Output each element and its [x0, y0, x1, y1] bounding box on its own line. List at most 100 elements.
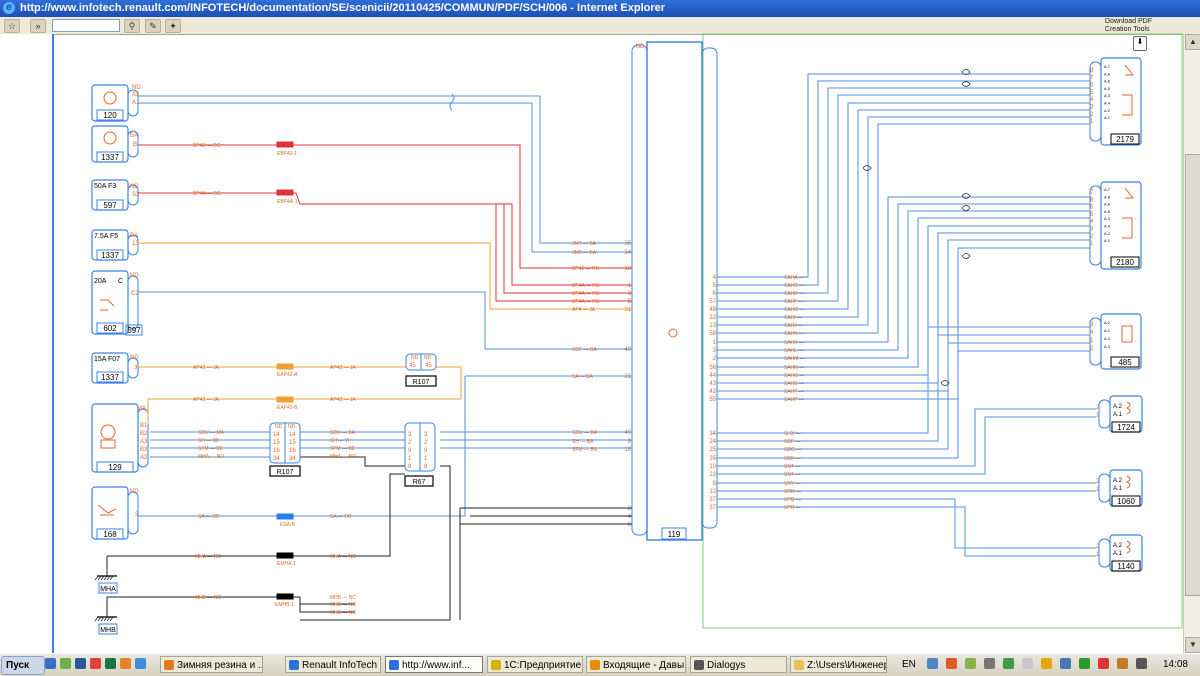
pin-label: 5 — [1090, 212, 1094, 218]
ecu-wire-code: SAHT — — [784, 389, 804, 395]
connector-pin: 1 — [408, 456, 412, 462]
ground-mha-hatch — [100, 575, 105, 581]
tray-icon-2[interactable] — [946, 658, 957, 669]
tray-icon-9[interactable] — [1079, 658, 1090, 669]
pin-label: BA — [130, 133, 138, 139]
ecu-wire-code: SDK — — [784, 456, 801, 462]
wire-ecu-485 — [717, 342, 1090, 450]
pin-label: MA — [137, 406, 146, 412]
wire-ecu-2180 — [717, 217, 1090, 368]
wire-ecu-2179 — [717, 109, 1090, 318]
ecu-right-pin: 58 — [709, 331, 716, 337]
pin-label: A3 — [140, 439, 148, 445]
pin-label: BA — [130, 233, 138, 239]
tray-icon-1[interactable] — [927, 658, 938, 669]
opera-icon[interactable] — [90, 658, 101, 669]
start-button[interactable]: Пуск — [1, 656, 45, 675]
language-indicator[interactable]: EN — [902, 659, 916, 670]
volume-icon[interactable] — [984, 658, 995, 669]
excel-icon[interactable] — [105, 658, 116, 669]
tray-icon-12[interactable] — [1136, 658, 1147, 669]
taskbar-item[interactable]: 1С:Предприятие ... — [487, 656, 583, 673]
scroll-up-icon[interactable]: ▲ — [1185, 34, 1200, 50]
ecu-left-pin: 6 — [628, 522, 632, 528]
taskbar-item[interactable]: http://www.inf... — [385, 656, 483, 673]
ecu-left-pin: 49 — [624, 347, 631, 353]
scroll-thumb[interactable] — [1185, 154, 1200, 596]
quicklaunch-icon-2[interactable] — [60, 658, 71, 669]
tray-icon-5[interactable] — [1003, 658, 1014, 669]
inner-pin-label: A.1 — [1113, 551, 1123, 557]
pin-label: 4 — [1090, 219, 1094, 225]
ecu-wire-code: BP4A — RG — [572, 291, 600, 297]
coil-icon — [1125, 475, 1131, 489]
wire-597-s3-b — [300, 203, 632, 294]
links-icon[interactable]: » — [30, 19, 46, 33]
connector-pin: 45 — [425, 363, 432, 369]
ecu-wire-code: 3M7 — BA — [572, 241, 597, 247]
ecu-wire-code: SAHI — — [784, 315, 802, 321]
connector-head: ND — [411, 355, 419, 361]
ecu-left-pin: 18 — [624, 447, 631, 453]
taskbar-item[interactable]: Renault InfoTech :... — [285, 656, 381, 673]
tray-icon-3[interactable] — [965, 658, 976, 669]
connector-r107-a-id-box — [269, 465, 301, 477]
component-597-sub-id: 597 — [127, 326, 141, 335]
ecu-right-pin: 32 — [709, 315, 716, 321]
search-icon[interactable]: ⚲ — [124, 19, 140, 33]
ecu-right-pin: 55 — [709, 397, 716, 403]
taskbar-item[interactable]: Зимняя резина и ... — [160, 656, 263, 673]
wire-code: BP4A — RG — [193, 191, 221, 197]
taskbar-item[interactable]: Dialogys — [690, 656, 787, 673]
wire-twist-icon — [862, 165, 872, 171]
ecu-wire-code: SAHG — — [784, 307, 805, 313]
sensor-icon — [103, 91, 117, 105]
tray-icon-7[interactable] — [1041, 658, 1052, 669]
connector-pin: 3 — [424, 432, 428, 438]
connector-pin: 15 — [273, 440, 280, 446]
wire-ecu-2179 — [717, 80, 1090, 286]
word-icon[interactable] — [75, 658, 86, 669]
tray-icon-11[interactable] — [1117, 658, 1128, 669]
vertical-scrollbar[interactable]: ▲ ▼ — [1183, 34, 1200, 653]
fuse-rating: 15A F07 — [94, 356, 120, 363]
fuse-rating: 50A F3 — [94, 183, 116, 190]
tray-icon-8[interactable] — [1060, 658, 1071, 669]
app-icon — [491, 660, 501, 670]
pin-label: 1 — [1090, 241, 1094, 247]
taskbar-item[interactable]: Входящие - Давы... — [586, 656, 686, 673]
component-1060-connector — [1098, 473, 1111, 503]
fuse-label: EAP43-A — [277, 372, 298, 378]
pdf-download-icon[interactable]: ⬇ — [1133, 36, 1147, 51]
pin-label: A2 — [132, 92, 140, 98]
taskbar-item[interactable]: Z:\Users\Инженер... — [790, 656, 887, 673]
ecu-left-pin: 49 — [624, 430, 631, 436]
ecu-wire-code: SAHM — — [784, 356, 805, 362]
ground-mha-hatch — [103, 575, 108, 581]
ecu-wire-code: SDU — BA — [572, 430, 598, 436]
tray-icon-10[interactable] — [1098, 658, 1109, 669]
ecu-119-id-box — [661, 527, 687, 540]
favorites-icon[interactable]: ☆ — [4, 19, 20, 33]
pin-label: 3 — [134, 365, 138, 371]
quicklaunch-icon-1[interactable] — [45, 658, 56, 669]
pin-label: 8 — [1090, 68, 1094, 74]
tray-icon-6[interactable] — [1022, 658, 1033, 669]
ecu-right-pin: 56 — [709, 365, 716, 371]
connector-head: ND — [424, 355, 432, 361]
settings-icon[interactable]: ✦ — [165, 19, 181, 33]
ground-mhb-hatch — [100, 616, 105, 622]
wire-code: SDU — MA — [198, 430, 225, 436]
scroll-down-icon[interactable]: ▼ — [1185, 637, 1200, 653]
firefox-icon[interactable] — [120, 658, 131, 669]
app-icon — [694, 660, 704, 670]
fuse-emha-1 — [276, 552, 294, 559]
tools-icon[interactable]: ✎ — [145, 19, 161, 33]
ecu-right-pin: 5 — [713, 283, 717, 289]
ecu-left-pin: 18 — [624, 266, 631, 272]
ecu-right-pin: 8 — [713, 481, 717, 487]
pdf-creation-tools[interactable]: Download PDF Creation Tools — [1104, 18, 1152, 33]
fuse-label: EBP4A-1 — [277, 199, 298, 205]
toolbar-search-input[interactable] — [52, 19, 120, 32]
browser-icon[interactable] — [135, 658, 146, 669]
